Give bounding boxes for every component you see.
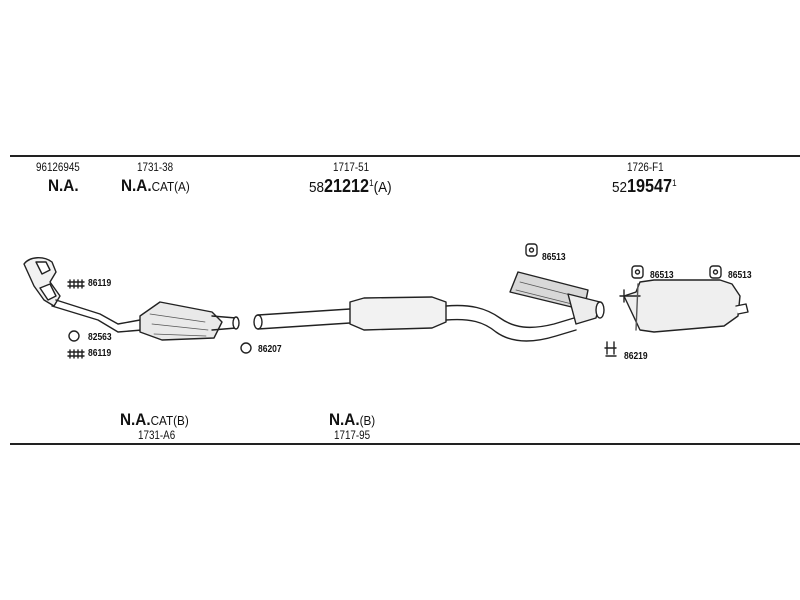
col4-number: 19547 [627,176,673,196]
col1-value: N.A. [48,176,79,195]
b2-suffix: (B) [359,413,376,428]
col4-prefix: 52 [612,179,628,196]
rubber-hanger-icon-2 [631,265,644,279]
col2-value-text: N.A. [121,176,152,195]
part-number-hanger-rear-left: 86513 [650,270,674,281]
b2-value: N.A.(B) [329,411,375,428]
col1-code: 96126945 [36,160,80,174]
col4-sup: 1 [672,178,677,188]
part-number-gasket-front: 82563 [88,332,112,343]
col3-suffix: (A) [373,179,392,196]
part-number-clamp-lower: 86119 [88,348,112,359]
mounting-bracket-icon [604,341,617,357]
part-number-bracket: 86219 [624,351,648,362]
b2-code: 1717-95 [334,428,371,442]
part-number-gasket-center: 86207 [258,344,282,355]
col3-prefix: 58 [309,179,325,196]
col3-number: 21212 [324,176,370,196]
rubber-hanger-icon [525,243,538,257]
rubber-hanger-icon-3 [709,265,722,279]
col2-suffix: CAT(A) [151,179,190,194]
col3-sup: 1 [369,178,374,188]
b1-code: 1731-A6 [138,428,176,442]
b2-value-text: N.A. [329,410,360,429]
part-number-hanger-rear-right: 86513 [728,270,752,281]
b1-value: N.A.CAT(B) [120,411,189,428]
b1-value-text: N.A. [120,410,151,429]
col2-code: 1731-38 [137,160,174,174]
center-pipe-drawing [253,271,605,342]
front-pipe-drawing [23,257,143,333]
clamp-icon [67,279,85,289]
col2-value: N.A.CAT(A) [121,177,190,194]
gasket-ring-icon-2 [240,342,252,354]
part-number-clamp-front: 86119 [88,278,112,289]
b1-suffix: CAT(B) [150,413,189,428]
part-number-hanger-center: 86513 [542,252,566,263]
top-rule [10,155,800,157]
catalytic-converter-drawing [139,301,240,341]
col4-value: 52195471 [612,177,677,195]
col3-value: 58212121(A) [309,177,392,195]
col4-code: 1726-F1 [627,160,664,174]
clamp-icon-2 [67,349,85,359]
rear-silencer-drawing [619,279,749,333]
gasket-ring-icon [68,330,80,342]
bottom-rule [10,443,800,445]
col3-code: 1717-51 [333,160,370,174]
